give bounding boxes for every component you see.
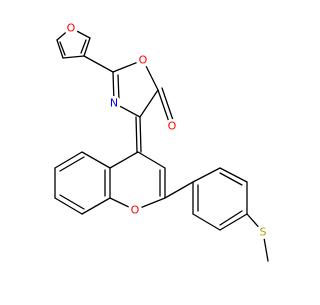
atom-label-s-thioether: S xyxy=(260,226,267,239)
bond xyxy=(81,151,111,169)
atom-label-o-carbonyl: O xyxy=(168,120,177,133)
molecule-canvas: O O N O O S xyxy=(54,21,270,262)
bond xyxy=(161,87,175,124)
pyran-ring xyxy=(109,151,166,211)
atom-label-n-oxazolone: N xyxy=(110,97,118,110)
bond xyxy=(164,181,194,199)
bond xyxy=(62,55,85,59)
bond xyxy=(80,39,87,54)
bond xyxy=(117,74,120,101)
bond xyxy=(109,151,139,169)
atom-label-o-furan: O xyxy=(67,22,76,35)
bond xyxy=(219,172,243,186)
phenyl-ring xyxy=(192,167,248,231)
bond xyxy=(83,55,114,73)
bond xyxy=(83,37,91,57)
bond xyxy=(219,210,243,226)
bond xyxy=(137,151,166,169)
bond xyxy=(54,151,83,169)
bond xyxy=(139,89,159,118)
bond xyxy=(157,89,171,126)
bond xyxy=(135,116,138,153)
atom-label-o-chromene: O xyxy=(131,204,140,217)
bond xyxy=(139,116,142,153)
structure-diagram: O O N O O S xyxy=(54,21,270,262)
atom-label-o-oxazolone-ring: O xyxy=(139,54,148,67)
atom-labels: O O N O O S xyxy=(64,21,270,239)
bond xyxy=(192,213,221,231)
bond xyxy=(54,197,83,215)
bond xyxy=(56,39,64,59)
bond xyxy=(59,156,85,172)
bond xyxy=(192,167,221,183)
bond xyxy=(59,41,66,56)
oxazolone-ring xyxy=(112,59,175,126)
benzo-ring xyxy=(54,151,111,215)
bond xyxy=(219,167,248,183)
furan-ring xyxy=(56,27,91,59)
bond xyxy=(219,213,248,231)
bond xyxy=(81,197,111,215)
bond xyxy=(59,194,85,210)
